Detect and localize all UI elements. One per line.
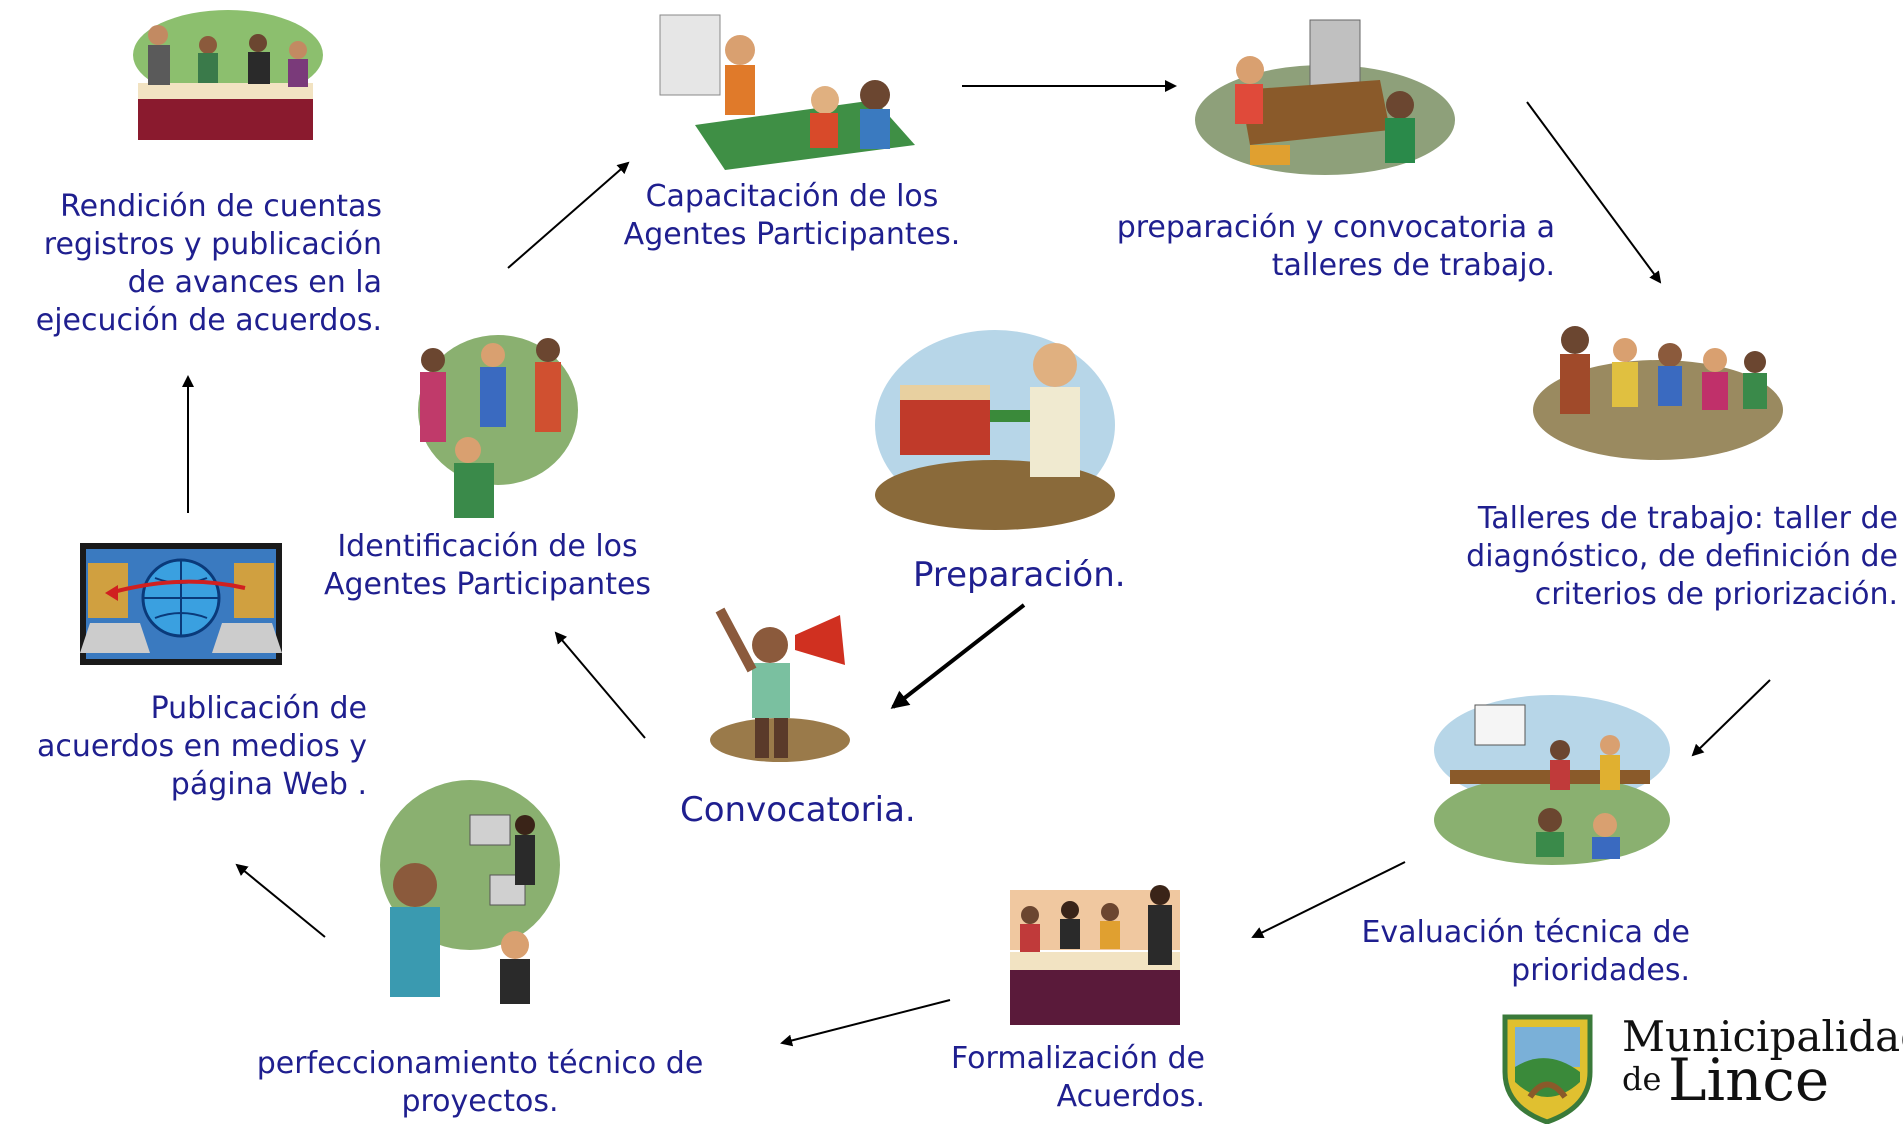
arrow-formalizacion-to-perfeccionamiento: [780, 999, 951, 1047]
arrow-preparacion-to-convocatoria: [890, 603, 1026, 709]
arrow-rendicion-to-capacitacion: [507, 161, 630, 269]
evaluation-meeting-illustration: [1434, 695, 1670, 865]
lince-shield-logo: [1502, 1014, 1593, 1124]
logo-de: de: [1622, 1060, 1662, 1098]
computers-globe-icon: [80, 543, 282, 665]
preparation-clerk-illustration: [875, 330, 1115, 530]
label-capacitacion: Capacitación de los Agentes Participante…: [623, 179, 961, 252]
label-identificacion: Identificación de los Agentes Participan…: [323, 529, 652, 602]
label-preparacion-convocatoria: preparación y convocatoria a talleres de…: [1116, 210, 1555, 283]
label-publicacion: Publicación de acuerdos en medios y pági…: [36, 691, 367, 802]
label-convocatoria: Convocatoria.: [680, 790, 916, 830]
office-work-illustration: [1195, 19, 1455, 175]
label-talleres: Talleres de trabajo: taller de diagnósti…: [1466, 501, 1898, 612]
team-working-illustration: [380, 780, 560, 1004]
dinner-table-illustration: [133, 10, 323, 140]
people-group-illustration: [418, 335, 578, 518]
label-rendicion: Rendición de cuentas registros y publica…: [35, 189, 382, 338]
label-evaluacion: Evaluación técnica de prioridades.: [1361, 915, 1690, 988]
label-perfeccionamiento: perfeccionamiento técnico de proyectos.: [256, 1046, 704, 1119]
megaphone-man-illustration: [710, 607, 850, 762]
label-formalizacion: Formalización de Acuerdos.: [951, 1041, 1205, 1114]
logo-municipalidad: Municipalidad: [1622, 1012, 1903, 1061]
arrow-convocatoria-to-identificacion: [554, 631, 646, 739]
arrow-perfeccionamiento-to-publicacion: [235, 863, 326, 938]
arrow-evaluacion-to-formalizacion: [1251, 861, 1406, 938]
label-preparacion: Preparación.: [913, 555, 1126, 595]
arrow-preparacion-to-talleres: [1526, 101, 1662, 284]
formal-dinner-illustration: [1010, 885, 1180, 1025]
arrow-talleres-to-evaluacion: [1691, 679, 1771, 757]
classroom-illustration: [659, 14, 915, 170]
logo-lince: Lince: [1668, 1046, 1830, 1114]
workshop-group-illustration: [1533, 326, 1783, 460]
